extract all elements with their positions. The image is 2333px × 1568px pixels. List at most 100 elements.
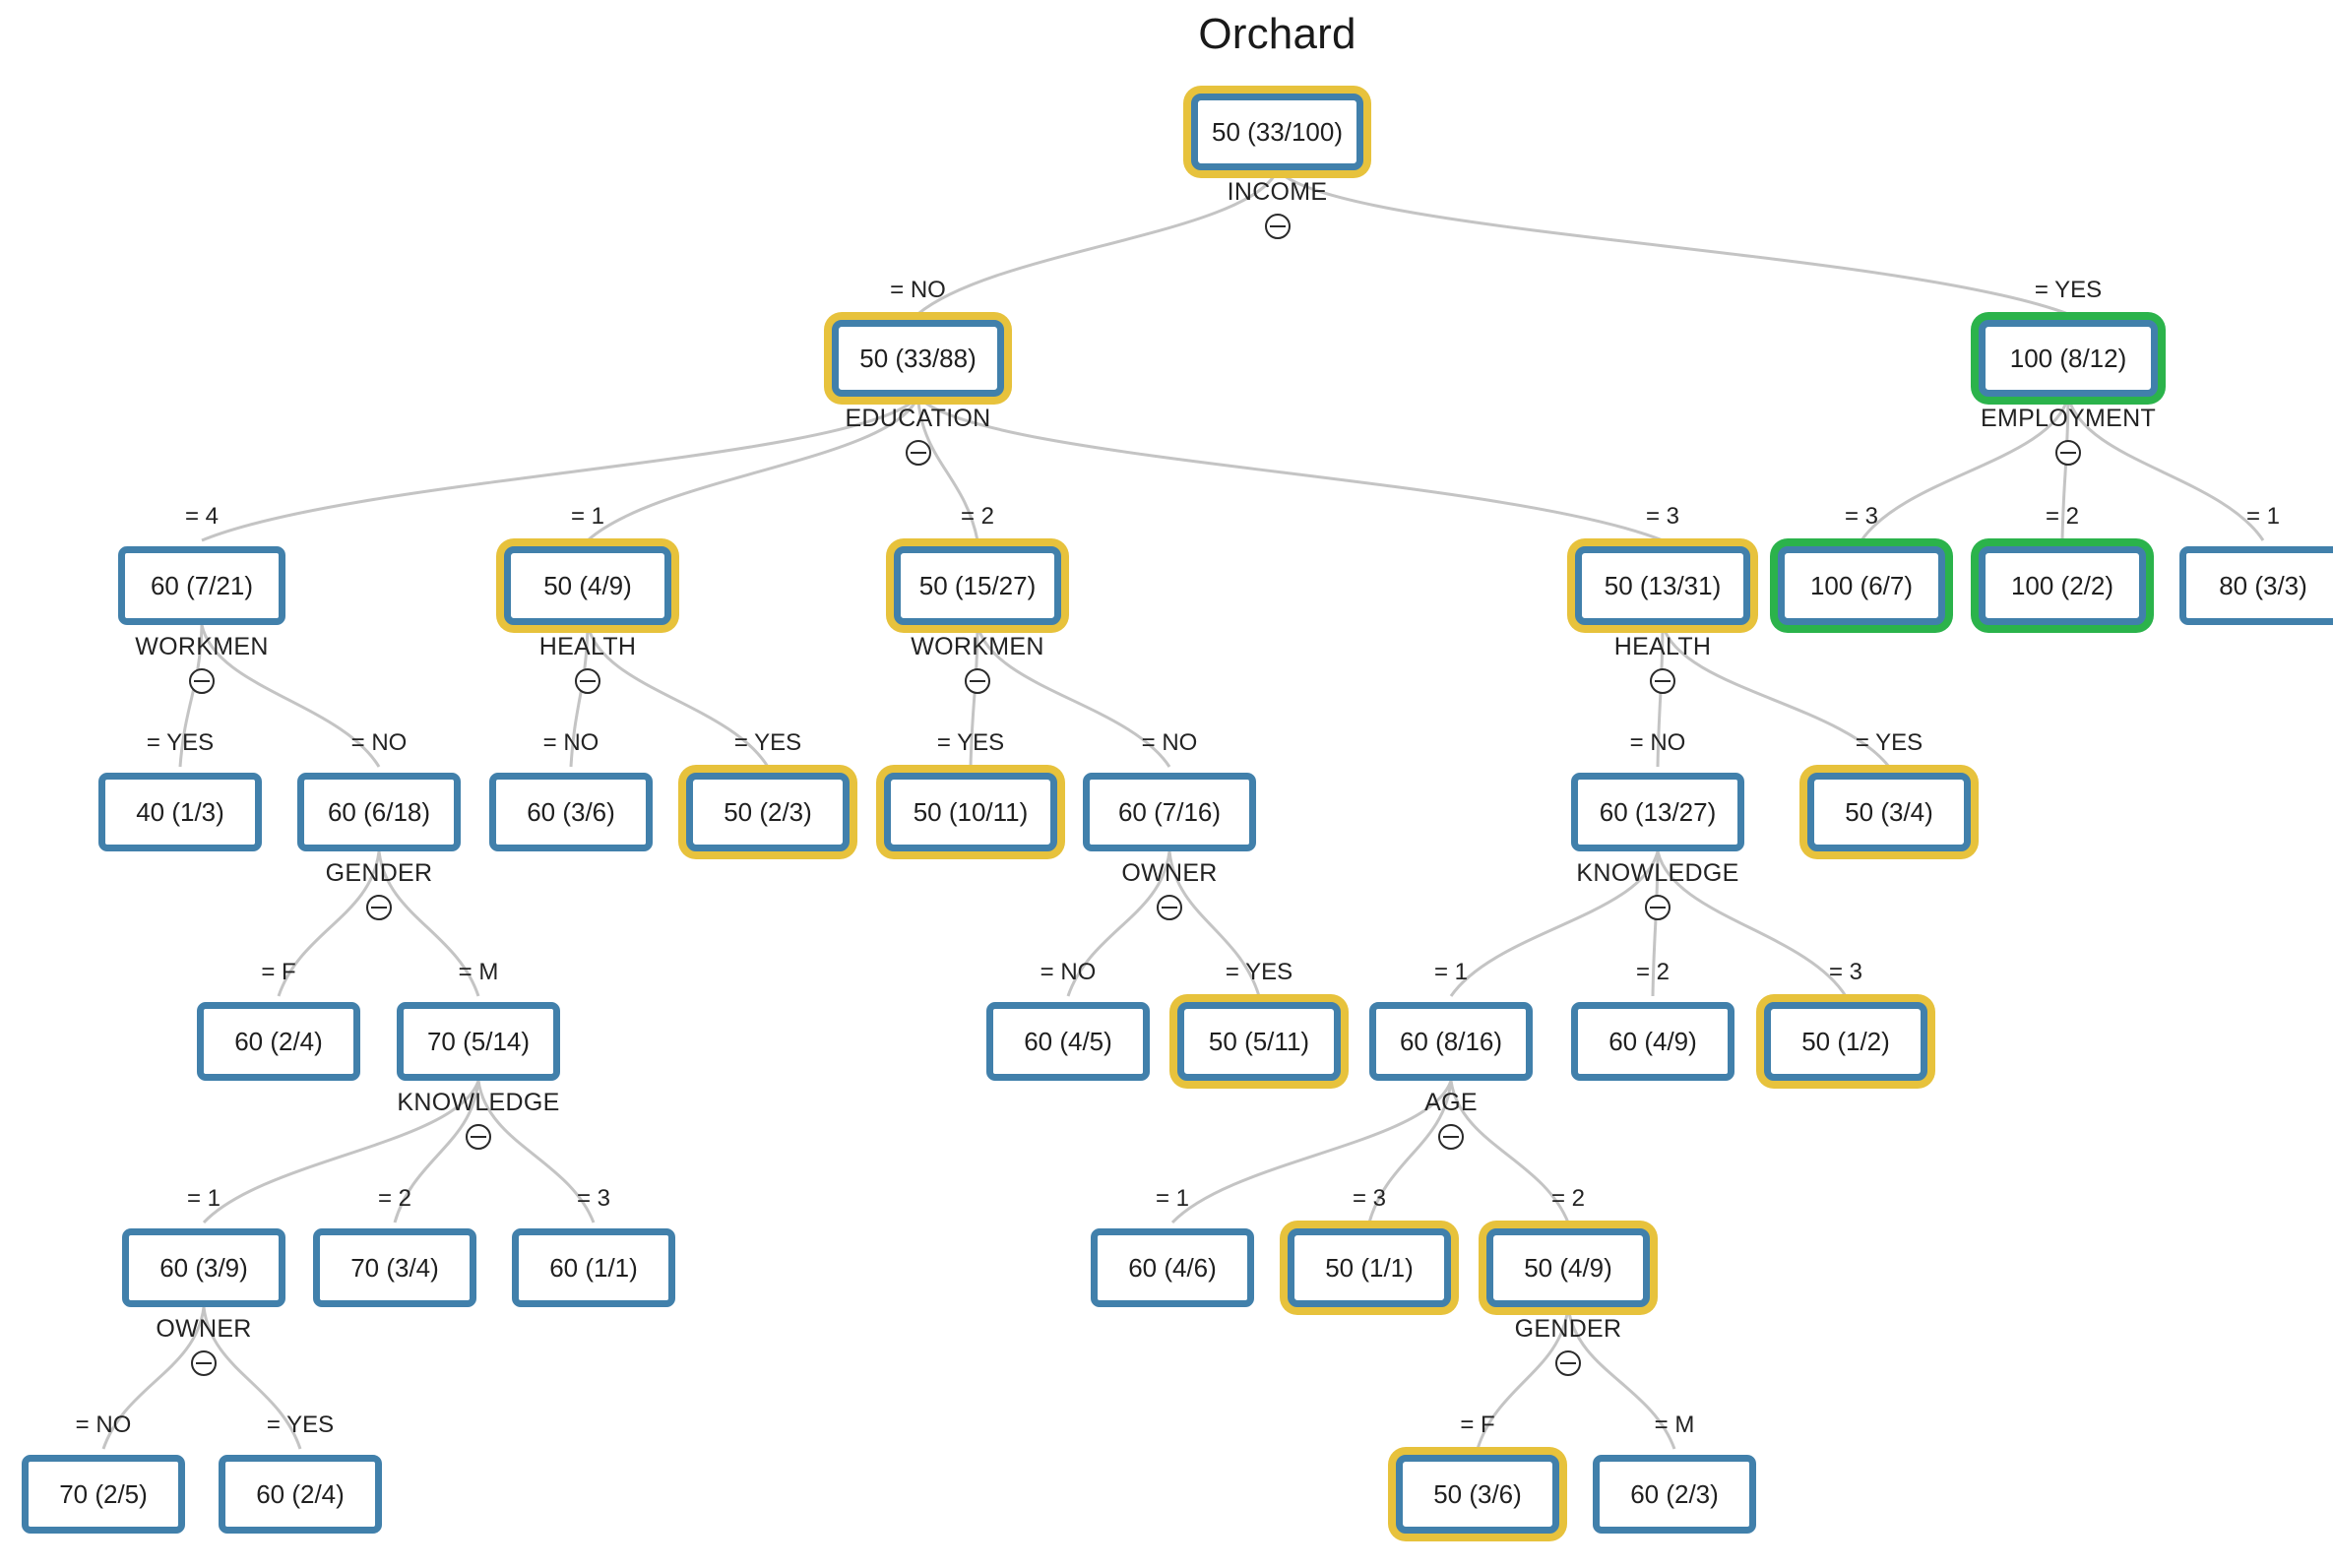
edge-label: = F <box>1460 1411 1495 1438</box>
edge-label: = 2 <box>960 503 995 530</box>
tree-node-n5[interactable]: 50 (15/27) <box>894 546 1061 625</box>
tree-node-n23[interactable]: 60 (4/9) <box>1571 1002 1734 1081</box>
edge-label: = NO <box>75 1411 132 1438</box>
tree-node-n13[interactable]: 50 (2/3) <box>686 773 850 851</box>
collapse-minus-icon[interactable] <box>191 1350 217 1376</box>
tree-node-n4[interactable]: 50 (4/9) <box>504 546 671 625</box>
split-attribute-name: WORKMEN <box>135 633 269 660</box>
collapse-minus-icon[interactable] <box>189 668 215 694</box>
tree-node-label: 60 (2/3) <box>1630 1478 1719 1509</box>
tree-node-label: 50 (10/11) <box>913 796 1029 827</box>
tree-node-label: 60 (3/6) <box>527 796 615 827</box>
split-attribute-name: OWNER <box>1121 859 1218 887</box>
tree-edge <box>201 396 919 542</box>
tree-node-n7[interactable]: 100 (6/7) <box>1778 546 1945 625</box>
edge-label: = NO <box>542 729 599 756</box>
tree-node-label: 50 (4/9) <box>543 570 632 600</box>
split-attribute-name: KNOWLEDGE <box>1576 859 1739 887</box>
edge-label: = 2 <box>1550 1185 1586 1212</box>
tree-node-label: 100 (8/12) <box>2009 343 2127 373</box>
edge-label: = 1 <box>1155 1185 1190 1212</box>
split-attribute-name: HEALTH <box>538 633 637 660</box>
collapse-minus-icon[interactable] <box>366 895 392 920</box>
tree-node-n15[interactable]: 60 (7/16) <box>1083 773 1256 851</box>
collapse-minus-icon[interactable] <box>1157 895 1182 920</box>
tree-node-n32[interactable]: 60 (2/4) <box>219 1455 382 1534</box>
tree-node-n12[interactable]: 60 (3/6) <box>489 773 653 851</box>
collapse-minus-icon[interactable] <box>2055 440 2081 466</box>
tree-node-n6[interactable]: 50 (13/31) <box>1575 546 1750 625</box>
tree-node-n3[interactable]: 60 (7/21) <box>118 546 285 625</box>
tree-node-n10[interactable]: 40 (1/3) <box>98 773 262 851</box>
tree-node-label: 50 (5/11) <box>1208 1026 1310 1056</box>
tree-node-label: 60 (1/1) <box>549 1252 638 1283</box>
tree-node-n8[interactable]: 100 (2/2) <box>1979 546 2146 625</box>
edge-label: = 3 <box>1352 1185 1387 1212</box>
tree-node-n9[interactable]: 80 (3/3) <box>2179 546 2333 625</box>
split-attribute-name: EDUCATION <box>845 405 991 432</box>
tree-node-label: 100 (2/2) <box>2010 570 2114 600</box>
tree-node-n29[interactable]: 50 (1/1) <box>1288 1228 1451 1307</box>
tree-node-n22[interactable]: 60 (8/16) <box>1369 1002 1533 1081</box>
tree-node-n24[interactable]: 50 (1/2) <box>1764 1002 1927 1081</box>
tree-node-n17[interactable]: 50 (3/4) <box>1807 773 1971 851</box>
tree-node-n16[interactable]: 60 (13/27) <box>1571 773 1744 851</box>
split-attribute-name: WORKMEN <box>911 633 1044 660</box>
tree-node-label: 60 (4/9) <box>1608 1026 1697 1056</box>
tree-node-label: 50 (15/27) <box>918 570 1037 600</box>
tree-node-n34[interactable]: 60 (2/3) <box>1593 1455 1756 1534</box>
tree-node-label: 60 (7/21) <box>150 570 254 600</box>
tree-node-label: 50 (13/31) <box>1604 570 1722 600</box>
tree-node-label: 80 (3/3) <box>2219 570 2307 600</box>
collapse-minus-icon[interactable] <box>1264 214 1291 239</box>
tree-node-n0[interactable]: 50 (33/100) <box>1191 94 1363 170</box>
tree-node-label: 60 (8/16) <box>1399 1026 1503 1056</box>
split-attribute-name: GENDER <box>325 859 433 887</box>
tree-node-label: 50 (3/4) <box>1845 796 1933 827</box>
tree-node-label: 70 (5/14) <box>426 1026 531 1056</box>
tree-node-n2[interactable]: 100 (8/12) <box>1979 320 2158 397</box>
edge-label: = 1 <box>1433 959 1469 985</box>
tree-node-label: 40 (1/3) <box>136 796 224 827</box>
tree-node-n26[interactable]: 70 (3/4) <box>313 1228 476 1307</box>
collapse-minus-icon[interactable] <box>575 668 600 694</box>
tree-node-label: 50 (33/88) <box>859 343 977 373</box>
collapse-minus-icon[interactable] <box>965 668 990 694</box>
collapse-minus-icon[interactable] <box>1555 1350 1581 1376</box>
tree-edge <box>1170 1080 1453 1224</box>
tree-node-label: 70 (2/5) <box>59 1478 148 1509</box>
tree-node-n1[interactable]: 50 (33/88) <box>832 320 1004 397</box>
tree-node-label: 50 (4/9) <box>1524 1252 1612 1283</box>
split-attribute-name: INCOME <box>1227 178 1328 206</box>
edge-label: = YES <box>1855 729 1923 756</box>
tree-node-label: 50 (1/2) <box>1801 1026 1890 1056</box>
tree-edge <box>916 395 1664 542</box>
tree-node-n21[interactable]: 50 (5/11) <box>1177 1002 1341 1081</box>
tree-node-label: 50 (33/100) <box>1212 116 1343 147</box>
collapse-minus-icon[interactable] <box>1650 668 1675 694</box>
collapse-minus-icon[interactable] <box>466 1124 491 1150</box>
edge-label: = 2 <box>1635 959 1671 985</box>
tree-node-n19[interactable]: 70 (5/14) <box>397 1002 560 1081</box>
tree-node-n30[interactable]: 50 (4/9) <box>1486 1228 1650 1307</box>
split-attribute-name: HEALTH <box>1613 633 1712 660</box>
tree-node-label: 60 (2/4) <box>234 1026 323 1056</box>
edge-label: = NO <box>1629 729 1686 756</box>
tree-node-n14[interactable]: 50 (10/11) <box>884 773 1057 851</box>
edge-label: = 3 <box>576 1185 611 1212</box>
edge-label: = NO <box>1141 729 1198 756</box>
tree-node-n25[interactable]: 60 (3/9) <box>122 1228 285 1307</box>
tree-node-n20[interactable]: 60 (4/5) <box>986 1002 1150 1081</box>
tree-node-n28[interactable]: 60 (4/6) <box>1091 1228 1254 1307</box>
collapse-minus-icon[interactable] <box>1438 1124 1464 1150</box>
tree-node-n11[interactable]: 60 (6/18) <box>297 773 461 851</box>
tree-node-label: 50 (3/6) <box>1433 1478 1522 1509</box>
collapse-minus-icon[interactable] <box>1645 895 1671 920</box>
tree-node-n33[interactable]: 50 (3/6) <box>1396 1455 1559 1534</box>
edge-label: = YES <box>1225 959 1293 985</box>
tree-node-n18[interactable]: 60 (2/4) <box>197 1002 360 1081</box>
tree-node-n27[interactable]: 60 (1/1) <box>512 1228 675 1307</box>
collapse-minus-icon[interactable] <box>905 440 931 466</box>
tree-node-n31[interactable]: 70 (2/5) <box>22 1455 185 1534</box>
